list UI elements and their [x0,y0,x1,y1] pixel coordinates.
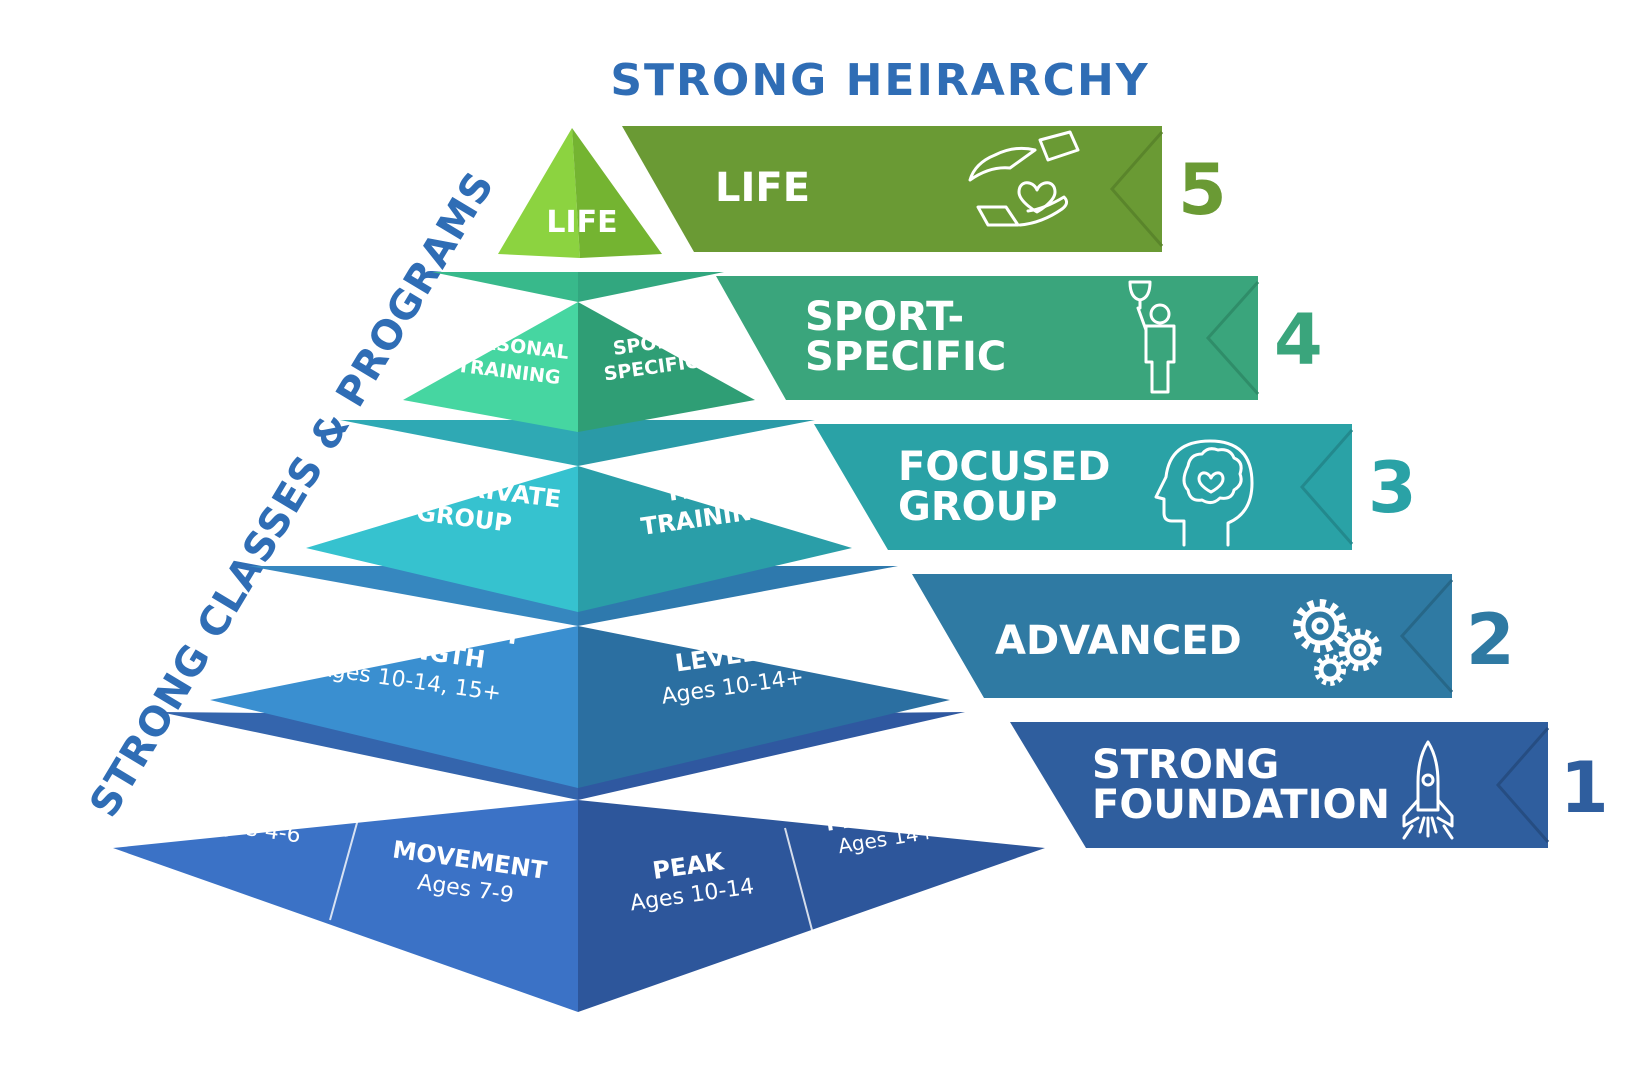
level-3-banner: FOCUSED GROUP 3 [814,424,1417,550]
level-2-line-1: ADVANCED [995,618,1242,664]
pyramid-tier-5 [498,128,662,258]
brain-head-icon [1154,439,1254,547]
level-1-number: 1 [1560,747,1609,829]
pyramid-tier-4 [403,272,755,432]
level-4-number: 4 [1274,299,1323,381]
level-2-banner: ADVANCED 2 [912,574,1515,698]
level-4-banner: SPORT- SPECIFIC 4 [716,276,1323,400]
trophy-person-icon [1128,280,1176,394]
level-1-banner: STRONG FOUNDATION 1 [1010,722,1609,848]
level-5-banner: LIFE 5 [622,126,1227,252]
level-4-line-2: SPECIFIC [805,334,1006,380]
hands-heart-icon [968,130,1080,227]
level-2-number: 2 [1466,599,1515,681]
levels: LIFE 5 SPORT- SPECIFIC [622,126,1609,848]
tier-4-right: SPORT SPECIFIC [603,328,701,385]
tier-5-label: LIFE [546,205,617,240]
pyramid-tier-3 [306,420,852,612]
level-3-line-1: FOCUSED [898,444,1111,490]
level-5-number: 5 [1178,149,1227,231]
diagram-title: STRONG HEIRARCHY [610,55,1149,106]
level-1-line-1: STRONG [1092,742,1279,788]
pyramid: LIFE PERSONAL TRAINING SPORT SPECIFIC SE… [113,128,1045,1012]
tier-2-left: SPEED, AGILITY STRENGTH Ages 10-14, 15+ [311,594,524,707]
level-4-line-1: SPORT- [805,294,964,340]
level-5-line-1: LIFE [715,165,810,211]
rocket-icon [1402,740,1454,840]
gears-icon [1293,599,1382,686]
level-3-number: 3 [1368,447,1417,529]
level-1-line-2: FOUNDATION [1092,782,1390,828]
level-3-line-2: GROUP [898,484,1057,530]
pyramid-tier-1 [113,712,1045,1012]
